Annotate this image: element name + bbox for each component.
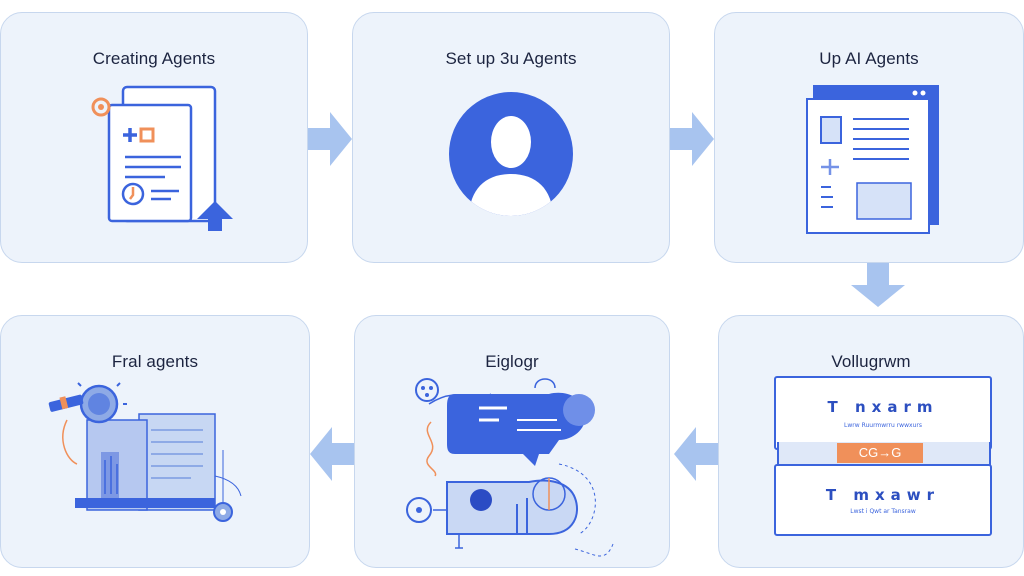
document-upload-illustration [91, 85, 233, 231]
step-card-fral-agents: Fral agents [0, 315, 310, 568]
middle-band: CG→G [777, 442, 991, 466]
step-card-up-ai-agents: Up AI Agents [714, 12, 1024, 263]
banner-bottom-text: T mxawr [825, 486, 941, 504]
step-title: Vollugrwm [831, 352, 911, 371]
gear-icon [213, 502, 233, 522]
step-card-eiglogr: Eiglogr [354, 315, 670, 568]
banner-top-text: T nxarm [827, 398, 939, 416]
step-card-set-up-agents: Set up 3u Agents [352, 12, 670, 263]
flow-arrow-left [674, 427, 718, 481]
flow-arrow-down [851, 263, 905, 307]
flow-arrow-right [670, 112, 714, 166]
clock-icon [121, 182, 145, 206]
browser-window-illustration [806, 85, 939, 234]
workspace-illustration [48, 380, 242, 522]
step-card-creating-agents: Creating Agents [0, 12, 308, 263]
banner-bottom-small: Lwst i Qwt ar Tansraw [850, 508, 916, 515]
step-title: Fral agents [111, 352, 199, 371]
step-title: Eiglogr [485, 352, 539, 371]
banner-top-small: Lwrw Ruurmwrru rwwxurs [844, 422, 922, 429]
banner-bottom: T mxawr Lwst i Qwt ar Tansraw [774, 464, 992, 536]
gear-icon [91, 97, 111, 117]
flow-arrow-left [310, 427, 354, 481]
magnifier-icon [71, 380, 127, 424]
banner-top: T nxarm Lwrw Ruurmwrru rwwxurs [774, 376, 992, 450]
upload-arrow-icon [197, 201, 233, 231]
middle-tag: CG→G [837, 443, 923, 463]
chat-bubble-illustration [406, 378, 614, 557]
gear-icon [406, 497, 432, 523]
flow-arrow-right [308, 112, 352, 166]
step-title: Up AI Agents [819, 49, 919, 68]
gear-icon [415, 378, 439, 402]
step-title: Creating Agents [92, 49, 216, 68]
step-title: Set up 3u Agents [445, 49, 577, 68]
user-avatar-icon [449, 92, 573, 216]
step-card-vollugrwm: Vollugrwm T nxarm Lwrw Ruurmwrru rwwxurs… [718, 315, 1024, 568]
